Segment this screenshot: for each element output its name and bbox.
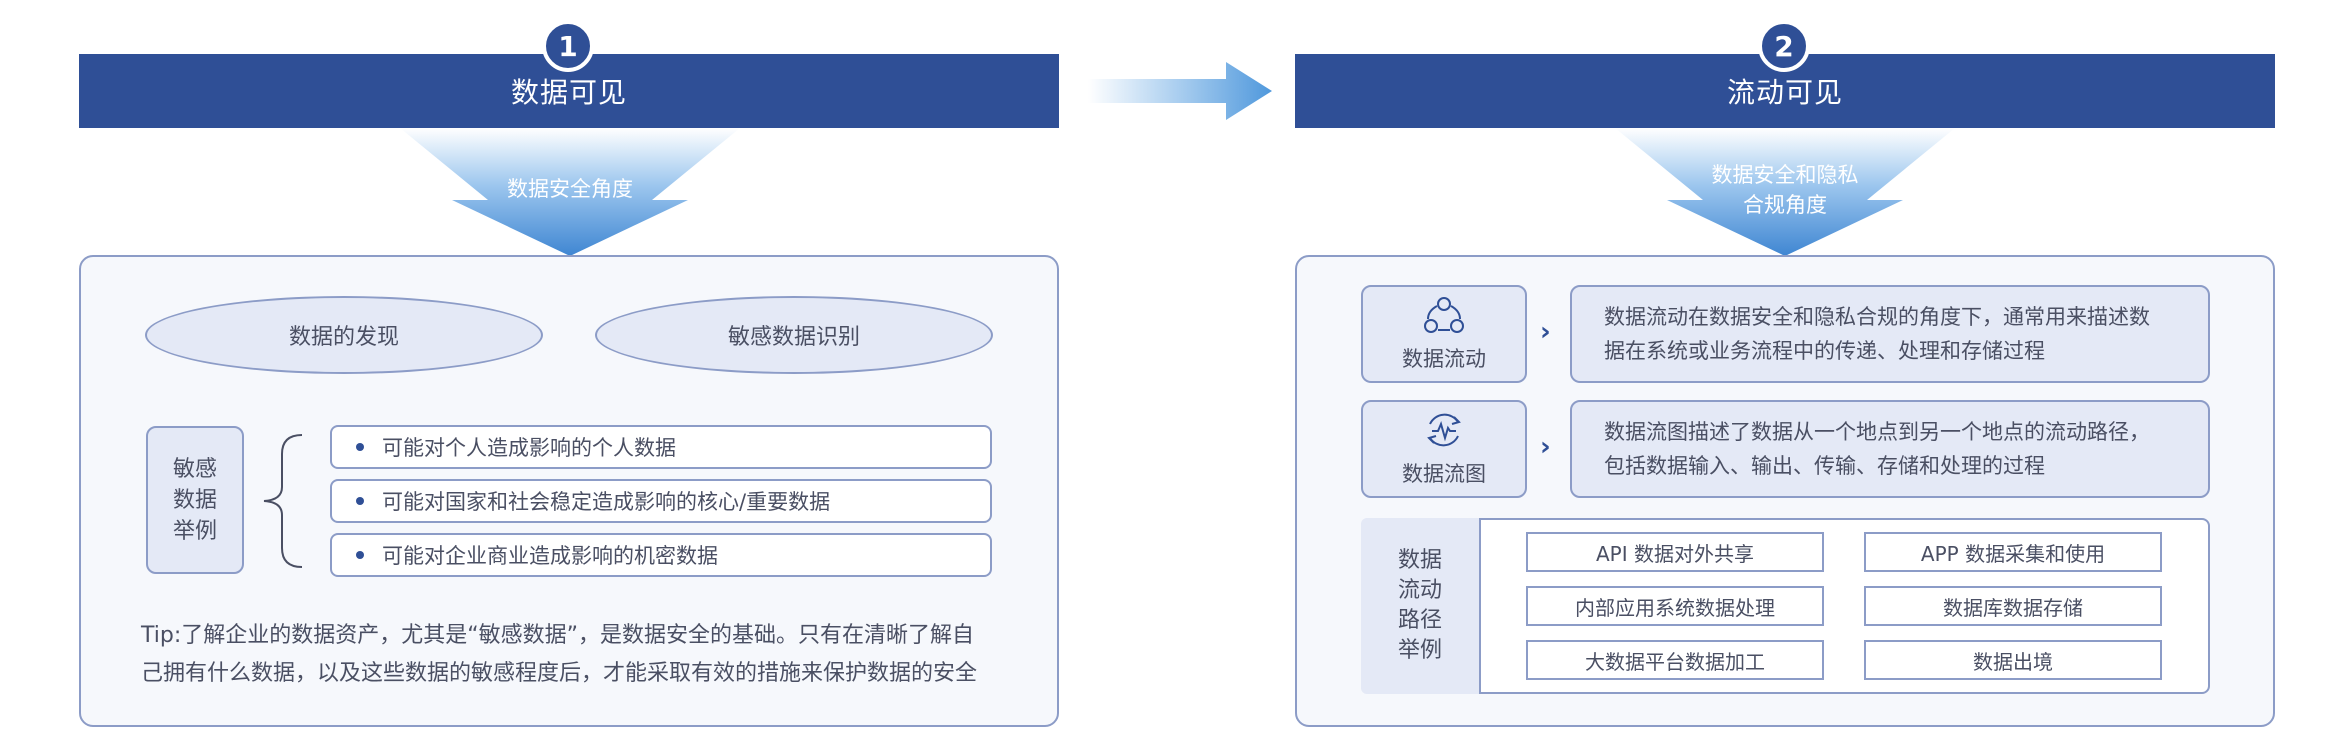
chevron-right-icon: › (1540, 317, 1551, 347)
tip-line: 己拥有什么数据，以及这些数据的敏感程度后，才能采取有效的措施来保护数据的安全 (141, 661, 978, 686)
tag-line: 举例 (1397, 638, 1442, 663)
desc-line: 据在系统或业务流程中的传递、处理和存储过程 (1604, 339, 2045, 363)
right-funnel-arrow (1615, 128, 1955, 256)
bullet-text: 可能对国家和社会稳定造成影响的核心/重要数据 (382, 490, 831, 514)
tag-line: 举例 (172, 518, 217, 544)
example-item: APP 数据采集和使用 (1864, 532, 2162, 572)
right-arrow-icon (1088, 62, 1272, 120)
example-item: API 数据对外共享 (1526, 532, 1824, 572)
desc-line: 数据流动在数据安全和隐私合规的角度下，通常用来描述数 (1604, 305, 2150, 329)
data-flow-description: 数据流动在数据安全和隐私合规的角度下，通常用来描述数 据在系统或业务流程中的传递… (1570, 285, 2210, 383)
tag-line: 数据 (1397, 548, 1442, 573)
example-item: 大数据平台数据加工 (1526, 640, 1824, 680)
chevron-right-icon: › (1540, 432, 1551, 462)
bullet-dot-icon (356, 551, 364, 559)
cycle-waveform-icon (1427, 413, 1461, 447)
bullet-dot-icon (356, 497, 364, 505)
ellipse-data-discovery: 数据的发现 (145, 296, 543, 374)
example-item: 数据出境 (1864, 640, 2162, 680)
left-title: 数据可见 (510, 76, 627, 109)
bullet-item: 可能对个人造成影响的个人数据 (330, 425, 992, 469)
tip-line: Tip:了解企业的数据资产，尤其是“敏感数据”，是数据安全的基础。只有在清晰了解… (141, 623, 975, 648)
flow-path-examples-tag: 数据 流动 路径 举例 (1361, 518, 1481, 694)
data-flow-card: 数据流动 (1361, 285, 1527, 383)
ellipse-label: 敏感数据识别 (727, 325, 860, 350)
card-label: 数据流动 (1402, 347, 1486, 371)
tag-line: 流动 (1397, 578, 1442, 603)
step-1-badge: 1 (542, 20, 594, 72)
bullet-dot-icon (356, 443, 364, 451)
example-item: 数据库数据存储 (1864, 586, 2162, 626)
tag-line: 数据 (172, 487, 217, 513)
tip-text: Tip:了解企业的数据资产，尤其是“敏感数据”，是数据安全的基础。只有在清晰了解… (141, 617, 1041, 693)
bullet-text: 可能对个人造成影响的个人数据 (382, 436, 676, 460)
desc-line: 数据流图描述了数据从一个地点到另一个地点的流动路径， (1604, 420, 2150, 444)
right-funnel-label: 数据安全和隐私 合规角度 (1685, 160, 1885, 220)
funnel-line: 数据安全和隐私 (1711, 163, 1859, 187)
data-flow-diagram-description: 数据流图描述了数据从一个地点到另一个地点的流动路径， 包括数据输入、输出、传输、… (1570, 400, 2210, 498)
ellipse-sensitive-identification: 敏感数据识别 (595, 296, 993, 374)
tag-line: 路径 (1397, 608, 1442, 633)
sensitive-examples-tag: 敏感 数据 举例 (146, 426, 244, 574)
desc-line: 包括数据输入、输出、传输、存储和处理的过程 (1604, 454, 2045, 478)
ellipse-label: 数据的发现 (288, 325, 399, 350)
right-title: 流动可见 (1726, 76, 1843, 109)
bullet-item: 可能对国家和社会稳定造成影响的核心/重要数据 (330, 479, 992, 523)
data-flow-diagram-card: 数据流图 (1361, 400, 1527, 498)
left-funnel-label: 数据安全角度 (507, 177, 633, 201)
step-2-badge: 2 (1758, 20, 1810, 72)
example-item: 内部应用系统数据处理 (1526, 586, 1824, 626)
funnel-line: 合规角度 (1743, 193, 1827, 217)
card-label: 数据流图 (1402, 462, 1486, 486)
bullet-text: 可能对企业商业造成影响的机密数据 (382, 544, 718, 568)
left-funnel-arrow (400, 128, 740, 256)
three-circles-flow-icon (1424, 297, 1464, 333)
tag-line: 敏感 (172, 456, 217, 482)
bullet-item: 可能对企业商业造成影响的机密数据 (330, 533, 992, 577)
curly-brace (263, 434, 303, 568)
